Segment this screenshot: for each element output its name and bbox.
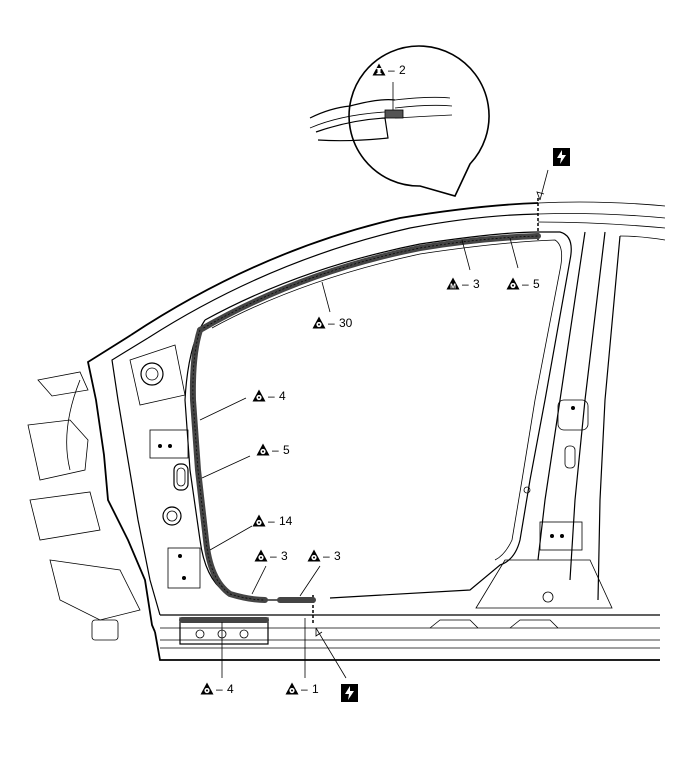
triangle-circle-icon bbox=[256, 443, 270, 456]
callout-number: 5 bbox=[533, 277, 540, 291]
triangle-m-icon: M bbox=[446, 277, 460, 291]
magnifier-outline bbox=[348, 45, 490, 197]
callout-3b: – 3 bbox=[307, 549, 341, 563]
lightning-icon bbox=[341, 684, 358, 702]
b-pillar-front-edge bbox=[537, 231, 586, 561]
callout-sep: – bbox=[323, 549, 330, 563]
svg-text:M: M bbox=[450, 284, 456, 291]
door-opening-flange bbox=[204, 231, 572, 599]
callout-5: – 5 bbox=[256, 443, 290, 457]
rocker-lower bbox=[154, 631, 660, 661]
leader-lines bbox=[199, 169, 549, 679]
callout-number: 3 bbox=[473, 277, 480, 291]
callout-sep: – bbox=[388, 63, 395, 77]
callout-detail-i2: – 2 bbox=[372, 63, 406, 77]
triangle-circle-icon bbox=[252, 514, 266, 527]
callout-bottom-1: – 1 bbox=[285, 682, 319, 696]
callout-number: 2 bbox=[399, 63, 406, 77]
lightning-icon bbox=[553, 148, 570, 166]
triangle-circle-icon bbox=[312, 316, 326, 329]
callout-top-5: – 5 bbox=[506, 277, 540, 291]
callout-number: 30 bbox=[339, 316, 353, 330]
triangle-circle-icon bbox=[307, 549, 321, 562]
body-side-outline bbox=[27, 198, 666, 661]
callout-sep: – bbox=[328, 316, 335, 330]
triangle-circle-icon bbox=[200, 682, 214, 695]
triangle-i-icon bbox=[372, 63, 386, 76]
callout-sep: – bbox=[462, 277, 469, 291]
callout-30: – 30 bbox=[312, 316, 353, 330]
triangle-circle-icon bbox=[285, 682, 299, 695]
callout-number: 4 bbox=[227, 682, 234, 696]
callout-sep: – bbox=[268, 389, 275, 403]
callout-number: 5 bbox=[283, 443, 290, 457]
callout-sep: – bbox=[216, 682, 223, 696]
callout-number: 14 bbox=[279, 514, 293, 528]
hinge-hole-upper bbox=[140, 362, 164, 386]
callout-sep: – bbox=[272, 443, 279, 457]
callout-sep: – bbox=[268, 514, 275, 528]
callout-bottom-4: – 4 bbox=[200, 682, 234, 696]
callout-sep: – bbox=[522, 277, 529, 291]
detail-seal-patch bbox=[384, 109, 404, 119]
callout-m3: M – 3 bbox=[446, 277, 480, 291]
callout-14: – 14 bbox=[252, 514, 293, 528]
a-pillar-outer bbox=[86, 334, 156, 633]
callout-sep: – bbox=[270, 549, 277, 563]
callout-sep: – bbox=[301, 682, 308, 696]
sealer-roof bbox=[197, 233, 541, 333]
callout-4: – 4 bbox=[252, 389, 286, 403]
detail-magnifier bbox=[309, 45, 490, 197]
callout-3a: – 3 bbox=[254, 549, 288, 563]
callout-number: 4 bbox=[279, 389, 286, 403]
triangle-circle-icon bbox=[506, 277, 520, 290]
callout-number: 3 bbox=[281, 549, 288, 563]
callout-number: 1 bbox=[312, 682, 319, 696]
triangle-circle-icon bbox=[252, 389, 266, 402]
triangle-circle-icon bbox=[254, 549, 268, 562]
roof-rail-outer bbox=[130, 202, 539, 336]
callout-number: 3 bbox=[334, 549, 341, 563]
